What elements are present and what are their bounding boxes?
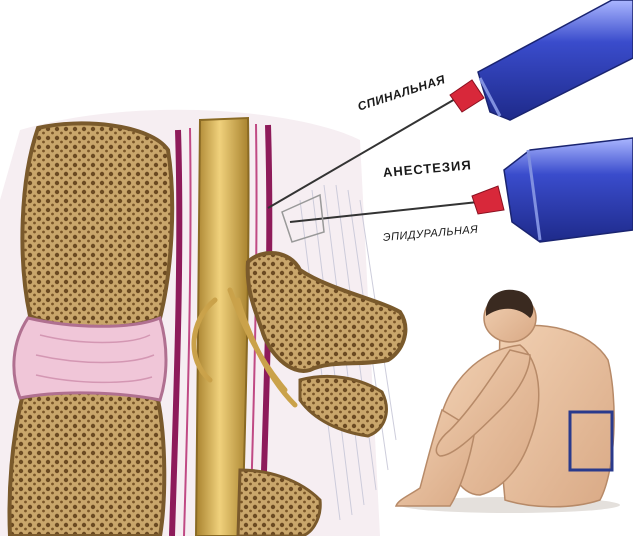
seated-person-icon <box>396 290 620 513</box>
